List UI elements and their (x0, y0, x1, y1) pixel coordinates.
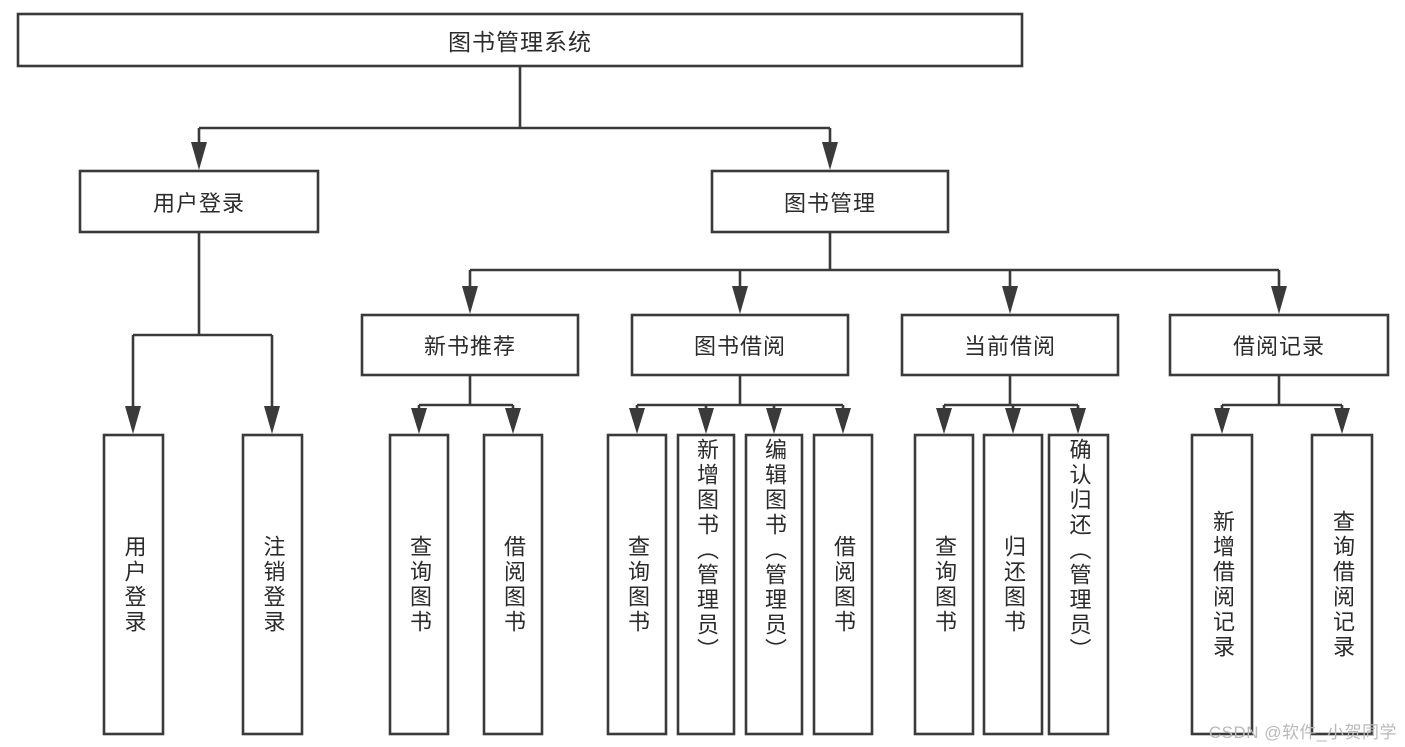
node-box-leaf-add-record[interactable] (1190, 433, 1254, 736)
node-box-leaf-query-book-2[interactable] (606, 433, 668, 736)
node-box-leaf-user-login[interactable] (102, 433, 165, 736)
connector-group-book-manage (462, 232, 1287, 314)
arrow-bm-to-bookborrow (732, 286, 748, 314)
arrow-root-to-user-login (191, 142, 207, 170)
node-box-current-borrow[interactable] (900, 313, 1120, 377)
connector-group-new-book-rec (411, 375, 521, 434)
node-box-leaf-borrow-book-1[interactable] (482, 433, 544, 736)
node-box-leaf-borrow-book-2[interactable] (812, 433, 874, 736)
arrow-nb-to-leaf2 (505, 408, 521, 434)
node-box-leaf-query-record[interactable] (1310, 433, 1374, 736)
node-box-new-book-rec[interactable] (360, 313, 580, 377)
node-box-leaf-add-book[interactable] (676, 433, 736, 736)
node-box-leaf-query-book-3[interactable] (913, 433, 975, 736)
arrow-ul-to-leaf2 (264, 406, 280, 434)
arrow-root-to-book-manage (822, 142, 838, 170)
node-box-leaf-confirm-return[interactable] (1047, 433, 1110, 736)
arrow-bb-to-leaf2 (698, 408, 714, 434)
node-box-leaf-query-book-1[interactable] (388, 433, 450, 736)
arrow-br-to-leaf1 (1214, 408, 1230, 434)
connector-group-book-borrow (629, 375, 851, 434)
connector-group-user-login (125, 232, 280, 434)
node-box-leaf-return-book[interactable] (982, 433, 1044, 736)
node-box-leaf-edit-book[interactable] (744, 433, 804, 736)
node-box-borrow-record[interactable] (1168, 313, 1390, 377)
node-box-root[interactable] (16, 12, 1024, 68)
arrow-bb-to-leaf3 (766, 408, 782, 434)
arrow-bm-to-currentborrow (1002, 286, 1018, 314)
connector-group-current-borrow (936, 375, 1086, 434)
arrow-cb-to-leaf2 (1005, 408, 1021, 434)
csdn-watermark: CSDN @软件_小贺同学 (1208, 723, 1397, 742)
node-box-leaf-logout[interactable] (241, 433, 304, 736)
arrow-bm-to-borrowrecord (1271, 286, 1287, 314)
node-box-book-manage[interactable] (710, 169, 950, 234)
node-box-user-login[interactable] (78, 169, 320, 234)
arrow-bm-to-newbook (462, 286, 478, 314)
arrow-br-to-leaf2 (1334, 408, 1350, 434)
arrow-ul-to-leaf1 (125, 406, 141, 434)
arrow-nb-to-leaf1 (411, 408, 427, 434)
arrow-cb-to-leaf1 (936, 408, 952, 434)
arrow-bb-to-leaf1 (629, 408, 645, 434)
arrow-bb-to-leaf4 (835, 408, 851, 434)
arrow-cb-to-leaf3 (1070, 408, 1086, 434)
connector-group-root (191, 66, 838, 170)
connector-group-borrow-record (1214, 375, 1350, 434)
node-box-book-borrow[interactable] (630, 313, 850, 377)
